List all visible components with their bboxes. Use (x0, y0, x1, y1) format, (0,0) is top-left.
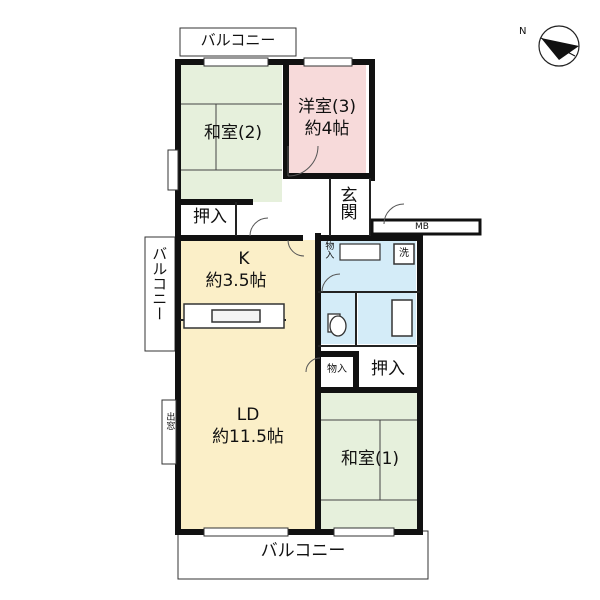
bathtub (391, 299, 413, 337)
kitchen-counter (183, 303, 285, 329)
tatami-pattern-1 (320, 419, 418, 501)
tatami-pattern-2 (180, 103, 282, 171)
monoire-mid-label: 物入 (327, 364, 347, 375)
balcony-bottom-label: バルコニー (260, 541, 346, 561)
ld-name-label: LD (236, 405, 260, 425)
yoshitsu3-size: 約4帖 (304, 119, 350, 139)
room-washitsu1 (320, 392, 418, 530)
room-washitsu2 (180, 64, 282, 202)
mb-label: MB (415, 222, 429, 232)
balcony-left (144, 236, 176, 352)
mb-strip (370, 218, 482, 236)
washer-box (393, 243, 415, 265)
window-marks (161, 57, 395, 537)
sentaku-label: 洗 (399, 248, 409, 259)
k-name-label: K (238, 249, 250, 269)
balcony-top-label: バルコニー (200, 31, 276, 49)
balcony-top (179, 27, 297, 57)
k-size-label: 約3.5帖 (205, 271, 267, 291)
oshiire-top-label: 押入 (193, 207, 227, 227)
wash-basin (339, 243, 381, 261)
ld-size-label: 約11.5帖 (212, 427, 284, 447)
door-swings (249, 145, 405, 373)
north-arrow-icon: N (515, 16, 585, 76)
balcony-left-label: バルコニー (150, 246, 169, 321)
washitsu2-label: 和室(2) (203, 123, 263, 143)
monoire-top-label: 物入 (323, 241, 334, 259)
north-label: N (519, 26, 527, 37)
yoshitsu3-name: 洋室(3) (297, 97, 357, 117)
genkan-label: 玄関 (336, 186, 357, 220)
room-yoshitsu3 (288, 64, 366, 174)
oshiire-right-label: 押入 (371, 359, 405, 379)
room-ldk (180, 240, 316, 530)
washitsu1-label: 和室(1) (340, 449, 400, 469)
demado-label: 出窓 (164, 412, 175, 430)
toilet-fixture (327, 313, 347, 337)
